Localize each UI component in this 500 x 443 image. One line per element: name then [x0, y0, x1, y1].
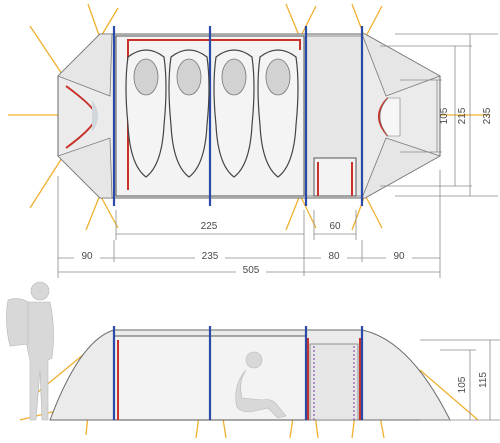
side-view: 105 115 [19, 326, 500, 439]
dim-middle-width: 215 [457, 107, 468, 124]
dim-total-length: 505 [243, 265, 260, 276]
dim-door-width: 60 [329, 221, 341, 232]
dim-rear-vestibule-section: 80 [328, 251, 340, 262]
dim-total-width: 235 [482, 107, 493, 124]
top-view: 105 215 235 225 60 90 235 80 [8, 3, 498, 278]
dim-inner-cabin-length: 225 [201, 221, 218, 232]
standing-person-silhouette [6, 281, 54, 421]
sleeping-bags [125, 49, 299, 178]
side-vestibule-door [309, 343, 359, 421]
width-dimensions: 105 215 235 [380, 33, 498, 197]
front-vestibule-bottom-panel [57, 137, 113, 199]
front-vestibule-top-panel [57, 33, 113, 97]
vestibule-door [313, 157, 357, 197]
dim-total-height: 115 [478, 372, 489, 388]
length-dimensions: 225 60 90 235 80 90 505 [57, 170, 441, 278]
top-poles [112, 26, 364, 206]
height-dimensions: 105 115 [420, 339, 500, 421]
dim-inner-width: 105 [439, 107, 450, 124]
dim-main-section: 235 [202, 251, 219, 262]
side-poles [112, 326, 364, 420]
dim-front-vestibule: 90 [81, 251, 93, 262]
sitting-person-silhouette [235, 351, 287, 419]
dim-rear-vestibule: 90 [393, 251, 405, 262]
dim-inner-height: 105 [457, 376, 468, 393]
